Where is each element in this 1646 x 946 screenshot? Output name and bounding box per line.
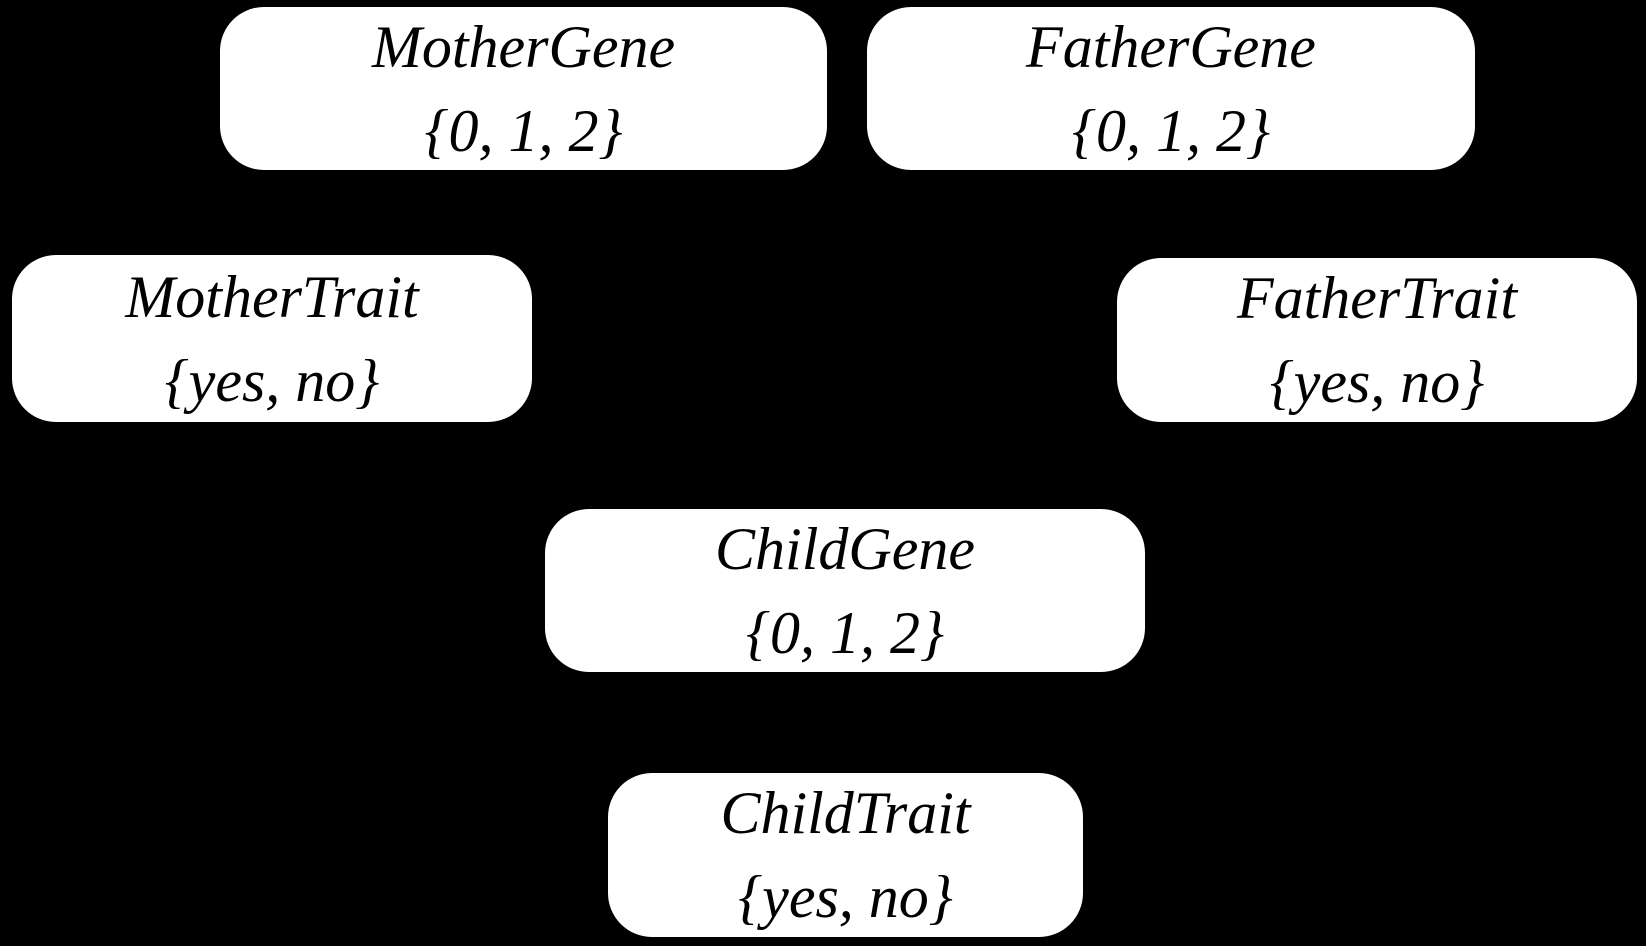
node-father-gene-label: FatherGene (1026, 13, 1316, 80)
node-father-trait: FatherTrait {yes, no} (1117, 258, 1637, 422)
node-child-trait-label: ChildTrait (720, 780, 971, 846)
node-father-trait-label: FatherTrait (1236, 265, 1518, 331)
node-father-trait-domain: {yes, no} (1269, 349, 1485, 415)
node-child-gene-domain: {0, 1, 2} (746, 599, 944, 666)
node-mother-trait: MotherTrait {yes, no} (12, 255, 532, 422)
node-father-gene: FatherGene {0, 1, 2} (867, 7, 1475, 170)
node-father-gene-domain: {0, 1, 2} (1072, 97, 1270, 164)
node-mother-gene-label: MotherGene (371, 13, 676, 80)
node-mother-gene-domain: {0, 1, 2} (424, 97, 623, 164)
node-child-trait-domain: {yes, no} (738, 864, 953, 930)
node-mother-trait-label: MotherTrait (125, 263, 419, 330)
node-mother-trait-domain: {yes, no} (164, 347, 380, 414)
node-child-trait: ChildTrait {yes, no} (608, 773, 1083, 937)
node-child-gene: ChildGene {0, 1, 2} (545, 509, 1145, 672)
node-mother-gene: MotherGene {0, 1, 2} (220, 7, 827, 170)
node-child-gene-label: ChildGene (715, 515, 975, 582)
